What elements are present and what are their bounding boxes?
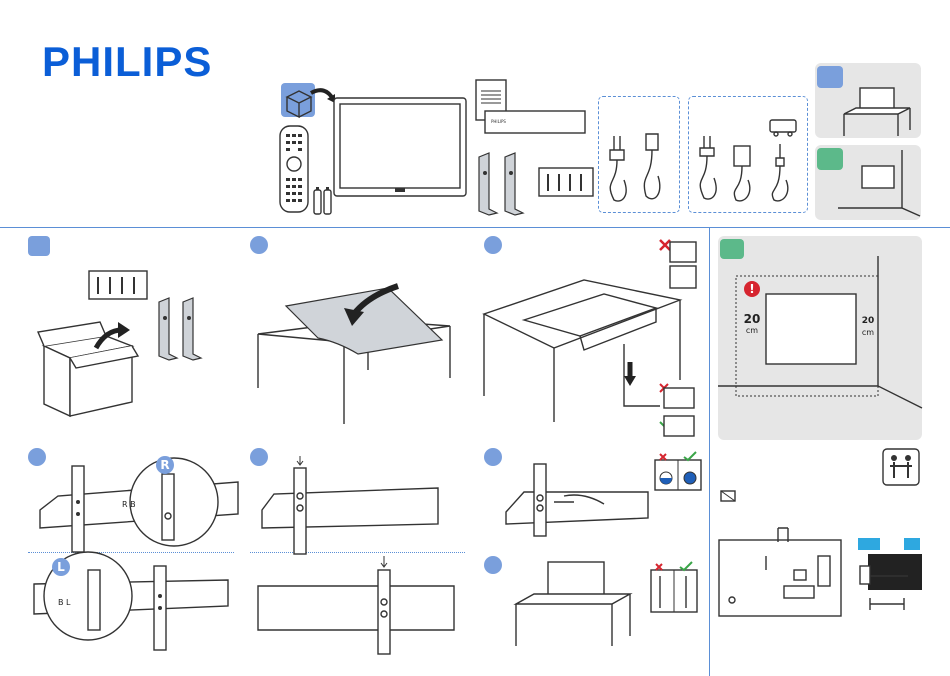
tv-on-stand-icon	[838, 82, 918, 136]
leg-insert-icon	[260, 456, 440, 556]
side-badge-right: R	[156, 456, 174, 474]
unbox-arrow-icon	[281, 83, 341, 123]
svg-text:PHILIPS: PHILIPS	[491, 119, 506, 124]
upright-check-icon	[650, 562, 698, 614]
step-6-badge	[484, 448, 502, 466]
screw-tighten-icon	[504, 462, 654, 536]
two-persons-icon	[882, 448, 920, 486]
tv-icon	[333, 97, 469, 201]
side-badge-left: L	[52, 558, 70, 576]
stand-legs-icon	[475, 151, 535, 217]
step-3-badge	[484, 236, 502, 254]
stand-mark-left: B L	[58, 598, 71, 607]
tv-upright-table-icon	[514, 560, 634, 648]
step-1-tag	[28, 236, 50, 256]
step-7-badge	[484, 556, 502, 574]
stand-legs-step1-icon	[155, 296, 211, 362]
warning-icon: !	[744, 281, 760, 297]
leg-insert-right-icon	[256, 556, 456, 656]
table-cover-icon	[258, 278, 458, 426]
manuals-icon: PHILIPS	[475, 79, 595, 139]
lift-arrow-icon	[92, 322, 132, 352]
batteries-icon	[313, 186, 333, 216]
screws-bag-icon	[88, 270, 150, 300]
stand-mark-right: R B	[122, 500, 136, 509]
remote-control-icon	[278, 124, 312, 216]
tv-on-wall-icon	[838, 150, 920, 220]
adapter-cord-icons	[692, 114, 802, 206]
stand-attach-right-icon	[38, 462, 238, 554]
power-cord-icons	[602, 130, 674, 206]
step-2-badge	[250, 236, 268, 254]
vertical-divider	[709, 228, 710, 676]
mount-icon	[720, 490, 736, 502]
cushion-check-icon	[620, 340, 700, 440]
philips-logo: PHILIPS	[42, 38, 212, 86]
screw-check-icon	[654, 452, 702, 492]
screws-icon	[538, 167, 594, 199]
warning-icons	[658, 236, 698, 290]
top-divider	[0, 227, 950, 228]
wall-mount-clearance-icon	[718, 236, 922, 440]
screw-length-icon	[852, 536, 924, 622]
vesa-back-icon	[718, 522, 842, 618]
